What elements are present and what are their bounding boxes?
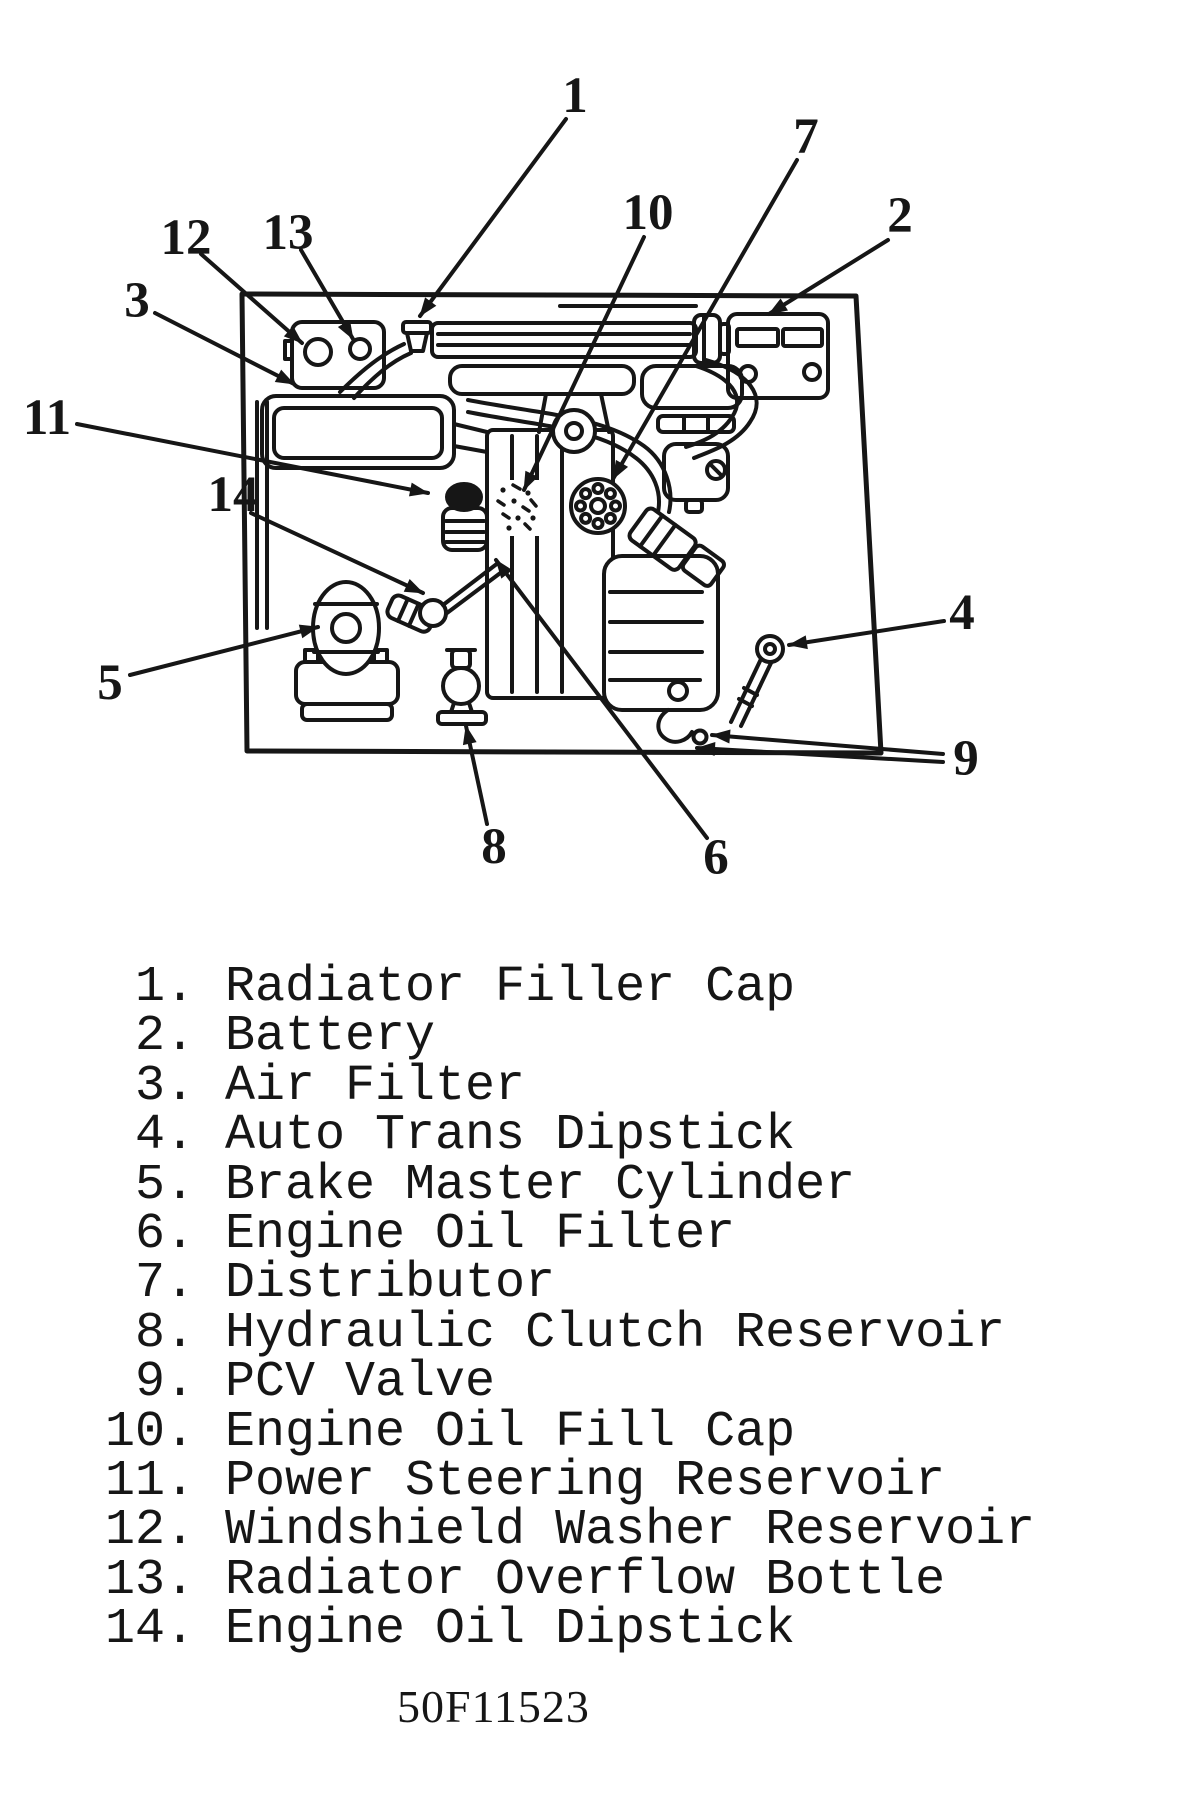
callout-numbers: 1 2 3 4 5 6 7 8 9 10 11 12 13 14 xyxy=(23,68,979,886)
legend-item: 5. Brake Master Cylinder xyxy=(105,1156,1035,1214)
radiator-assembly xyxy=(430,313,731,365)
legend-item: 3. Air Filter xyxy=(105,1057,1035,1115)
leader-line-9a xyxy=(710,729,945,756)
legend-item: 13. Radiator Overflow Bottle xyxy=(105,1551,1035,1609)
leader-line-9b xyxy=(695,742,945,764)
leader-line-7 xyxy=(611,158,799,481)
legend-item-label: Brake Master Cylinder xyxy=(225,1156,856,1214)
legend-item-number: 12. xyxy=(105,1502,196,1560)
legend-item: 8. Hydraulic Clutch Reservoir xyxy=(105,1304,1035,1362)
callout-4: 4 xyxy=(949,585,975,641)
legend-item-label: Windshield Washer Reservoir xyxy=(225,1502,1036,1560)
legend-item-label: Auto Trans Dipstick xyxy=(225,1107,796,1165)
leader-line-3 xyxy=(153,311,296,386)
callout-12: 12 xyxy=(161,210,212,266)
legend-item-number: 7. xyxy=(105,1255,196,1313)
legend-item-label: Engine Oil Fill Cap xyxy=(225,1403,796,1461)
callout-11: 11 xyxy=(23,390,71,446)
legend-item-label: Radiator Filler Cap xyxy=(225,959,796,1016)
legend-item: 11. Power Steering Reservoir xyxy=(105,1453,1035,1511)
leader-line-2 xyxy=(767,238,890,316)
power-steering-reservoir xyxy=(441,482,489,552)
distributor xyxy=(569,477,627,535)
leader-line-1 xyxy=(418,117,568,318)
leader-line-5 xyxy=(128,624,320,677)
legend-item: 9. PCV Valve xyxy=(105,1354,1035,1412)
legend-item-label: Air Filter xyxy=(225,1057,526,1115)
radiator-hoses xyxy=(466,358,759,588)
intake-housing xyxy=(602,554,720,712)
figure-code: 50F11523 xyxy=(397,1681,590,1732)
legend-item-number: 2. xyxy=(105,1008,196,1066)
legend-item: 14. Engine Oil Dipstick xyxy=(105,1601,1035,1659)
legend-item-number: 6. xyxy=(105,1206,196,1264)
legend-item-label: PCV Valve xyxy=(225,1354,496,1412)
legend-item-number: 14. xyxy=(105,1601,196,1659)
engine-oil-dipstick xyxy=(385,561,505,634)
legend-item-number: 10. xyxy=(105,1403,196,1461)
callout-1: 1 xyxy=(562,68,588,124)
pcv-valve xyxy=(656,708,709,746)
legend-item-label: Engine Oil Filter xyxy=(225,1206,736,1264)
thermostat-housing xyxy=(662,442,730,514)
legend: 1. Radiator Filler Cap 2. Battery 3. Air Fi… xyxy=(105,959,1035,1659)
callout-13: 13 xyxy=(263,205,314,261)
legend-item: 4. Auto Trans Dipstick xyxy=(105,1107,1035,1165)
leader-line-14 xyxy=(249,511,425,595)
legend-item-number: 5. xyxy=(105,1156,196,1214)
fan-shroud-assembly xyxy=(448,364,744,454)
legend-item-number: 9. xyxy=(105,1354,196,1412)
auto-trans-dipstick xyxy=(729,634,785,728)
leader-line-11 xyxy=(75,422,430,497)
callout-8: 8 xyxy=(481,819,507,875)
engine-oil-fill-cap xyxy=(496,483,538,531)
legend-item: 10. Engine Oil Fill Cap xyxy=(105,1403,1035,1461)
callout-6: 6 xyxy=(703,830,729,886)
legend-item-number: 11. xyxy=(105,1453,196,1511)
legend-item-number: 13. xyxy=(105,1551,196,1609)
callout-14: 14 xyxy=(208,467,259,523)
legend-item-number: 8. xyxy=(105,1304,196,1362)
washer-and-overflow-reservoir xyxy=(283,320,386,390)
legend-item: 12. Windshield Washer Reservoir xyxy=(105,1502,1035,1560)
legend-item-label: Distributor xyxy=(225,1255,556,1313)
legend-item-label: Engine Oil Dipstick xyxy=(225,1601,796,1659)
air-filter xyxy=(260,394,489,470)
legend-item: 6. Engine Oil Filter xyxy=(105,1206,1035,1264)
leader-line-13 xyxy=(299,248,355,341)
engine-block xyxy=(485,428,615,700)
leader-line-8 xyxy=(462,724,489,826)
leader-line-10 xyxy=(522,235,646,492)
legend-item-label: Battery xyxy=(225,1008,436,1066)
legend-item-number: 1. xyxy=(105,959,196,1016)
callout-5: 5 xyxy=(97,655,123,711)
legend-item-label: Hydraulic Clutch Reservoir xyxy=(225,1304,1006,1362)
engine-compartment-outline xyxy=(239,291,884,756)
radiator-filler-cap xyxy=(338,320,433,400)
legend-item: 1. Radiator Filler Cap xyxy=(105,959,1035,1016)
legend-item-number: 3. xyxy=(105,1057,196,1115)
brake-master-cylinder xyxy=(294,580,400,722)
leader-line-12 xyxy=(199,252,304,345)
leader-line-4 xyxy=(787,619,946,650)
legend-item: 2. Battery xyxy=(105,1008,1035,1066)
callout-9: 9 xyxy=(953,731,979,787)
leader-lines xyxy=(75,117,946,840)
leader-line-6 xyxy=(494,558,709,840)
legend-item: 7. Distributor xyxy=(105,1255,1035,1313)
callout-3: 3 xyxy=(124,273,150,329)
callout-2: 2 xyxy=(887,188,913,244)
legend-item-number: 4. xyxy=(105,1107,196,1165)
hydraulic-clutch-reservoir xyxy=(436,648,488,726)
legend-item-label: Power Steering Reservoir xyxy=(225,1453,946,1511)
callout-7: 7 xyxy=(793,109,819,165)
engine-bay-diagram: 1 2 3 4 5 6 7 8 9 10 11 12 13 14 xyxy=(23,68,979,886)
legend-item-label: Radiator Overflow Bottle xyxy=(225,1551,946,1609)
callout-10: 10 xyxy=(623,185,674,241)
